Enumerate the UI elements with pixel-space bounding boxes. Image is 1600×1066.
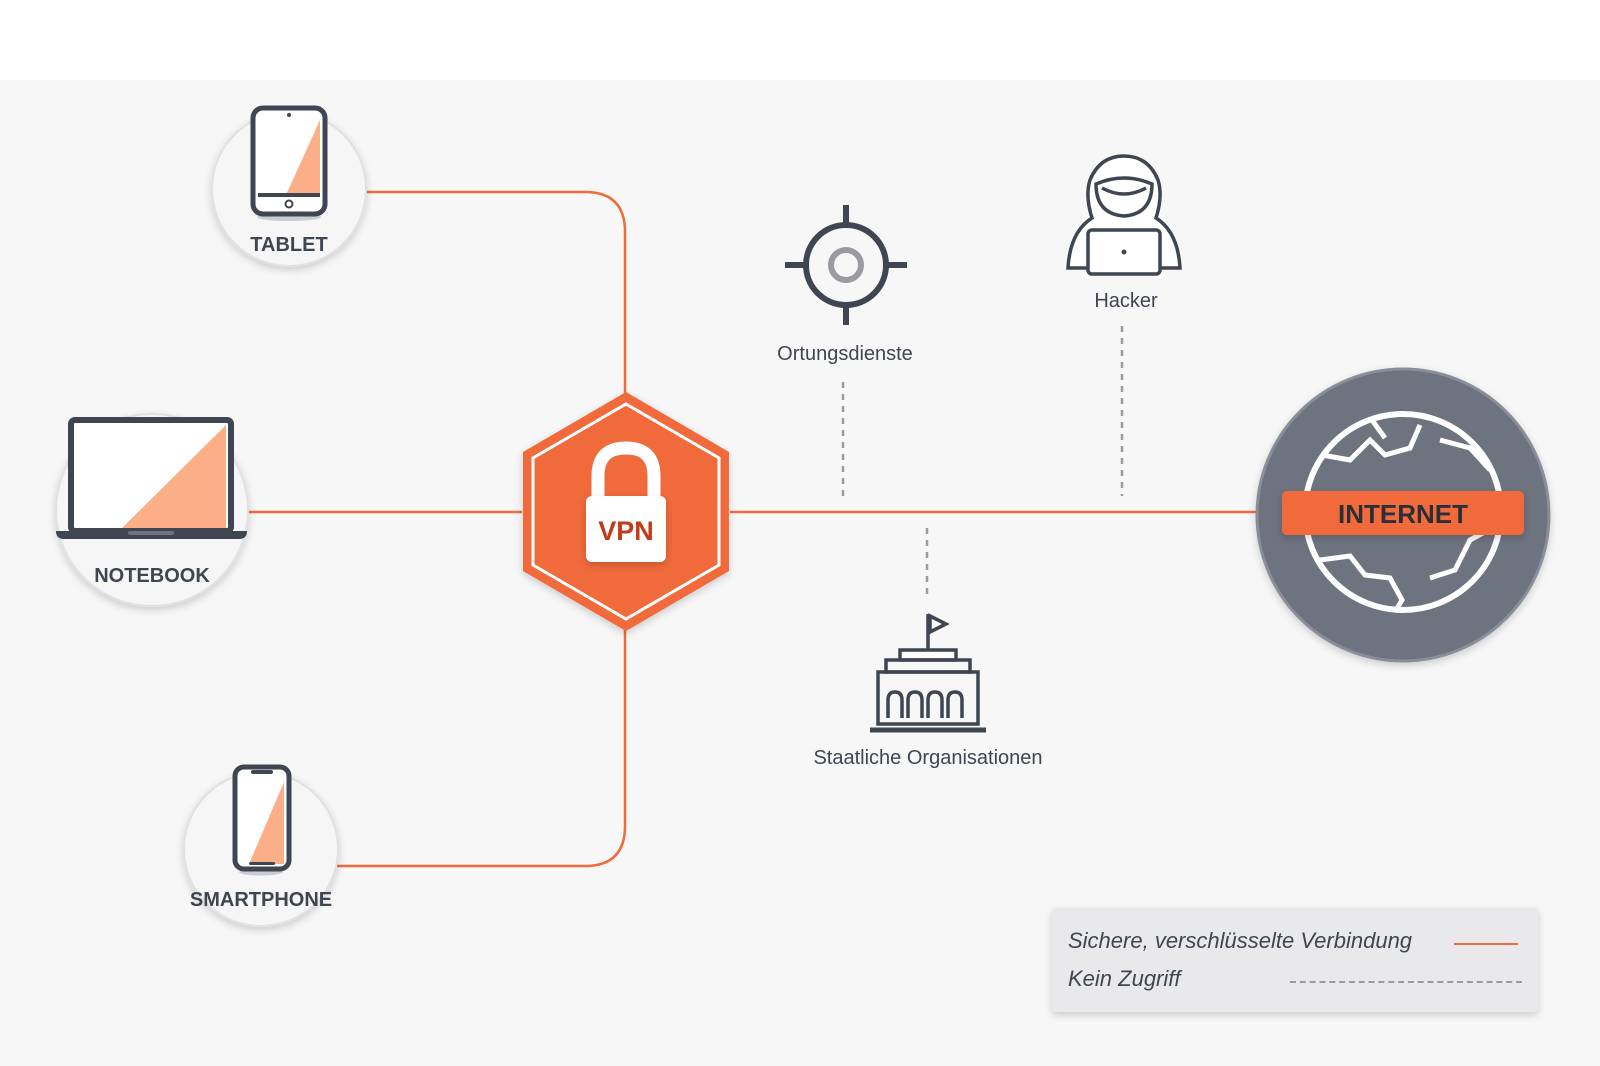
smartphone-icon	[232, 764, 292, 876]
location-services-node: Ortungsdienste	[777, 205, 913, 365]
legend: Sichere, verschlüsselte Verbindung Kein …	[1052, 908, 1538, 1012]
internet-label: INTERNET	[1338, 499, 1468, 529]
building-icon	[870, 613, 986, 733]
tablet-node: TABLET	[211, 105, 367, 267]
laptop-icon	[56, 417, 247, 539]
government-label: Staatliche Organisationen	[813, 747, 1042, 769]
legend-secure-label: Sichere, verschlüsselte Verbindung	[1068, 928, 1413, 953]
smartphone-node: SMARTPHONE	[183, 764, 339, 927]
tablet-label: TABLET	[250, 234, 327, 256]
hacker-label: Hacker	[1094, 290, 1158, 312]
internet-node: INTERNET	[1255, 367, 1551, 663]
hacker-icon	[1066, 154, 1182, 276]
smartphone-connection	[337, 626, 627, 868]
hacker-node: Hacker	[1066, 154, 1182, 312]
vpn-label: VPN	[598, 516, 654, 546]
vpn-node: VPN	[523, 392, 729, 631]
padlock-icon	[586, 441, 666, 562]
legend-blocked-label: Kein Zugriff	[1068, 966, 1181, 991]
government-node: Staatliche Organisationen	[813, 613, 1043, 769]
location-services-label: Ortungsdienste	[777, 343, 913, 365]
notebook-label: NOTEBOOK	[94, 565, 210, 587]
secure-connections	[248, 190, 1258, 868]
crosshair-icon	[785, 205, 907, 325]
notebook-node: NOTEBOOK	[55, 413, 249, 607]
blocked-connections	[841, 326, 1124, 598]
legend-blocked-line	[1290, 981, 1522, 983]
smartphone-label: SMARTPHONE	[190, 889, 332, 911]
legend-secure-line	[1454, 943, 1518, 945]
tablet-icon	[250, 105, 328, 221]
tablet-connection	[366, 190, 627, 395]
